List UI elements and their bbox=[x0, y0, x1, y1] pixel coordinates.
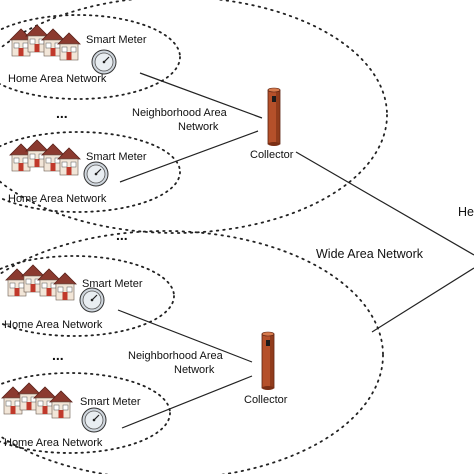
nan-label-line1: Neighborhood Area bbox=[132, 107, 228, 119]
nan-label-line1: Neighborhood Area bbox=[128, 350, 224, 362]
ellipsis-nan: ... bbox=[116, 227, 128, 243]
han-label: Home Area Network bbox=[8, 73, 107, 85]
link-collector-bottom-headend bbox=[371, 267, 474, 333]
link-han2-collector-top bbox=[119, 130, 259, 183]
house-cluster-icon bbox=[2, 383, 72, 418]
collector-label: Collector bbox=[244, 394, 288, 406]
link-han4-collector-bottom bbox=[121, 375, 253, 429]
nan-boundary-top bbox=[0, 0, 388, 234]
han-boundary-3 bbox=[0, 255, 175, 337]
smart-meter-icon bbox=[79, 287, 105, 313]
smart-meter-label: Smart Meter bbox=[86, 34, 147, 46]
han-boundary-4 bbox=[0, 372, 171, 454]
collector-label: Collector bbox=[250, 149, 294, 161]
smart-meter-label: Smart Meter bbox=[80, 396, 141, 408]
nan-label-line2: Network bbox=[174, 364, 215, 376]
house-cluster-icon bbox=[6, 265, 76, 300]
house-cluster-icon bbox=[10, 140, 80, 175]
house-cluster-icon bbox=[10, 25, 80, 60]
link-collector-top-headend bbox=[295, 151, 474, 256]
link-han3-collector-bottom bbox=[117, 309, 253, 363]
collector-icon bbox=[267, 87, 281, 147]
smart-meter-icon bbox=[91, 49, 117, 75]
smart-meter-icon bbox=[81, 407, 107, 433]
nan-boundary-bottom bbox=[0, 230, 384, 474]
han-boundary-2 bbox=[0, 131, 181, 213]
han-label: Home Area Network bbox=[8, 193, 107, 205]
smart-meter-icon bbox=[83, 161, 109, 187]
ellipsis-han-bottom: ... bbox=[52, 347, 64, 363]
smart-meter-label: Smart Meter bbox=[82, 278, 143, 290]
han-boundary-1 bbox=[0, 14, 181, 100]
ellipsis-han-top: ... bbox=[56, 105, 68, 121]
head-end-label: He bbox=[458, 205, 474, 219]
han-label: Home Area Network bbox=[4, 437, 103, 449]
collector-icon bbox=[261, 331, 275, 391]
smart-meter-label: Smart Meter bbox=[86, 151, 147, 163]
link-han1-collector-top bbox=[139, 72, 263, 119]
wan-label: Wide Area Network bbox=[316, 247, 424, 261]
han-label: Home Area Network bbox=[4, 319, 103, 331]
nan-label-line2: Network bbox=[178, 121, 219, 133]
